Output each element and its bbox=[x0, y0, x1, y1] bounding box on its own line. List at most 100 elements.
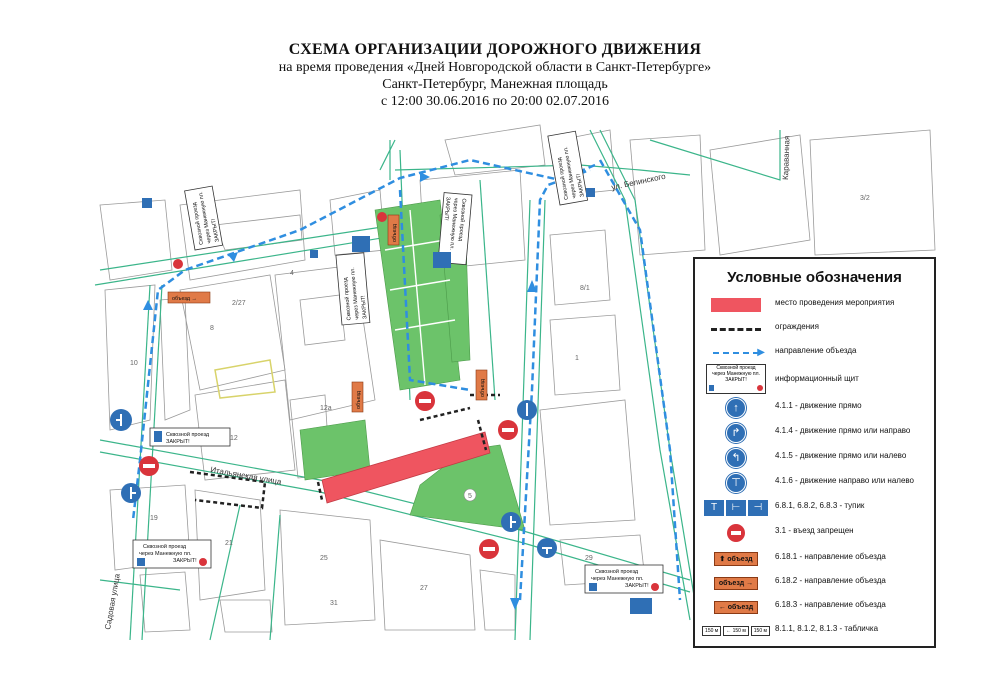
legend-item-barrier: ограждения bbox=[695, 319, 934, 339]
detour-sign-map-4: объезд bbox=[387, 214, 400, 246]
straight-left-arrow-icon: ↰ bbox=[726, 448, 746, 468]
info-board-line: Сквозной проезд bbox=[716, 365, 756, 371]
legend-item-sign-4-1-5: ↰ 4.1.5 - движение прямо или налево bbox=[695, 448, 934, 468]
legend-item-text: 4.1.5 - движение прямо или налево bbox=[775, 451, 907, 460]
detour-sign-text: объезд → bbox=[172, 296, 197, 302]
detour-label: объезд bbox=[727, 556, 753, 563]
legend-item-text: 8.1.1, 8.1.2, 8.1.3 - табличка bbox=[775, 624, 879, 633]
dead-end-signs bbox=[142, 188, 652, 614]
info-board-map-7: Сквозной проезд через Манежную пл. ЗАКРЫ… bbox=[547, 130, 589, 206]
board-text: ЗАКРЫТ! bbox=[360, 295, 368, 320]
info-board-line: через Манежную пл. bbox=[712, 371, 760, 377]
board-text: Сквозной проезд bbox=[166, 431, 210, 438]
legend-item-sign-6-18-1: ⬆ объезд 6.18.1 - направление объезда bbox=[695, 549, 934, 569]
building-number: 8 bbox=[210, 325, 214, 332]
board-text: ЗАКРЫТ! bbox=[166, 439, 190, 445]
detour-sign-map-2: объезд bbox=[351, 381, 364, 413]
legend-item-text: 6.8.1, 6.8.2, 6.8.3 - тупик bbox=[775, 501, 865, 510]
board-text: через Манежную пл. bbox=[448, 197, 459, 250]
legend-item-text: информационный щит bbox=[775, 374, 859, 383]
legend-item-text: 6.18.2 - направление объезда bbox=[775, 576, 886, 585]
dead-end-icon: T bbox=[704, 500, 724, 516]
legend-item-event-area: место проведения мероприятия bbox=[695, 295, 934, 315]
map-legend: Условные обозначения место проведения ме… bbox=[693, 257, 936, 648]
straight-right-arrow-icon: ↱ bbox=[726, 423, 746, 443]
no-entry-icon bbox=[377, 212, 387, 222]
board-text: ЗАКРЫТ! bbox=[576, 173, 586, 198]
board-text: через Манежную пл. bbox=[591, 576, 644, 582]
info-board-line: ЗАКРЫТ! bbox=[725, 377, 747, 383]
legend-item-sign-4-1-4: ↱ 4.1.4 - движение прямо или направо bbox=[695, 423, 934, 443]
building-number: 3/2 bbox=[860, 195, 870, 202]
no-entry-signs-map bbox=[139, 212, 518, 559]
legend-item-sign-6-18-3: ← объезд 6.18.3 - направление объезда bbox=[695, 597, 934, 617]
building-number: 27 bbox=[420, 585, 428, 592]
straight-arrow-icon: ↑ bbox=[726, 398, 746, 418]
detour-left-icon: ← объезд bbox=[713, 600, 759, 614]
legend-item-sign-4-1-6: ⊤ 4.1.6 - движение направо или налево bbox=[695, 473, 934, 493]
building-number: 21 bbox=[225, 540, 233, 547]
board-text: через Манежную пл. bbox=[139, 551, 192, 557]
board-text: ЗАКРЫТ! bbox=[211, 218, 221, 243]
building-number: 31 bbox=[330, 600, 338, 607]
barrier-swatch bbox=[711, 327, 761, 331]
info-board-map-5: Сквозной проезд через Манежную пл. ЗАКРЫ… bbox=[335, 252, 371, 326]
legend-item-sign-6-8: T ⊢ ⊣ 6.8.1, 6.8.2, 6.8.3 - тупик bbox=[695, 498, 934, 518]
title-line-3: Санкт-Петербург, Манежная площадь bbox=[382, 77, 608, 92]
info-board-icon: Сквозной проезд через Манежную пл. ЗАКРЫ… bbox=[706, 364, 766, 394]
building-number: 8/1 bbox=[580, 285, 590, 292]
detour-right-icon: объезд → bbox=[713, 576, 759, 590]
legend-item-text: ограждения bbox=[775, 322, 819, 331]
plate-icon: 150 м bbox=[702, 626, 722, 636]
direction-signs-map bbox=[110, 400, 557, 558]
building-number: 10 bbox=[130, 360, 138, 367]
board-text: ЗАКРЫТ! bbox=[443, 197, 451, 222]
legend-item-text: 4.1.6 - движение направо или налево bbox=[775, 476, 914, 485]
building-number: 2/27 bbox=[232, 300, 246, 307]
building-number: 29 bbox=[585, 555, 593, 562]
legend-item-sign-4-1-1: ↑ 4.1.1 - движение прямо bbox=[695, 398, 934, 418]
detour-arrowheads bbox=[143, 172, 537, 610]
legend-item-text: 4.1.1 - движение прямо bbox=[775, 401, 862, 410]
building-number: 12а bbox=[320, 405, 332, 412]
board-text: Сквозной проезд bbox=[143, 543, 187, 550]
dead-end-left-icon: ⊣ bbox=[748, 500, 768, 516]
title-line-4: с 12:00 30.06.2016 по 20:00 02.07.2016 bbox=[381, 94, 609, 109]
info-board-map-3: Сквозной проезд через Манежную пл. ЗАКРЫ… bbox=[584, 564, 664, 594]
legend-item-text: направление объезда bbox=[775, 346, 857, 355]
building-number: 25 bbox=[320, 555, 328, 562]
detour-sign-map-1: объезд → bbox=[167, 291, 211, 304]
board-text: Сквозной проезд bbox=[457, 198, 468, 242]
title-line-2: на время проведения «Дней Новгородской о… bbox=[278, 60, 712, 75]
legend-item-sign-6-18-2: объезд → 6.18.2 - направление объезда bbox=[695, 573, 934, 593]
legend-item-sign-8-1: 150 м ← 150 м 150 м 8.1.1, 8.1.2, 8.1.3 … bbox=[695, 621, 934, 641]
board-text: Сквозной проезд bbox=[342, 276, 353, 320]
detour-sign-text: объезд bbox=[480, 378, 486, 397]
garden-paths bbox=[384, 209, 456, 386]
info-board-map-4: Сквозной проезд через Манежную пл. ЗАКРЫ… bbox=[184, 185, 224, 251]
building-number: 1 bbox=[575, 355, 579, 362]
building-number: 12 bbox=[230, 435, 238, 442]
title-line-1: СХЕМА ОРГАНИЗАЦИИ ДОРОЖНОГО ДВИЖЕНИЯ bbox=[288, 41, 702, 58]
yellow-outline-building bbox=[214, 359, 276, 399]
info-board-map-6: Сквозной проезд через Манежную пл. ЗАКРЫ… bbox=[437, 192, 473, 266]
plate-icon: ← 150 м bbox=[723, 626, 749, 636]
no-entry-icon bbox=[727, 524, 745, 542]
info-board-map-1: Сквозной проезд ЗАКРЫТ! bbox=[149, 427, 231, 447]
no-entry-icon bbox=[173, 259, 183, 269]
legend-item-text: 3.1 - въезд запрещен bbox=[775, 526, 854, 535]
detour-up-icon: ⬆ объезд bbox=[714, 552, 758, 566]
legend-item-text: место проведения мероприятия bbox=[775, 298, 895, 307]
legend-item-detour-direction: ▶ направление объезда bbox=[695, 343, 934, 363]
street-label-belinskogo: ул. Белинского bbox=[611, 172, 667, 192]
building-number: 19 bbox=[150, 515, 158, 522]
dead-end-right-icon: ⊢ bbox=[726, 500, 746, 516]
legend-item-text: 6.18.3 - направление объезда bbox=[775, 600, 886, 609]
board-text: Сквозной проезд bbox=[595, 568, 639, 575]
plate-icon: 150 м bbox=[750, 626, 770, 636]
building-number: 5 bbox=[468, 493, 472, 500]
legend-title: Условные обозначения bbox=[727, 269, 902, 286]
detour-sign-text: объезд bbox=[392, 223, 398, 242]
legend-item-info-board: Сквозной проезд через Манежную пл. ЗАКРЫ… bbox=[695, 364, 934, 394]
